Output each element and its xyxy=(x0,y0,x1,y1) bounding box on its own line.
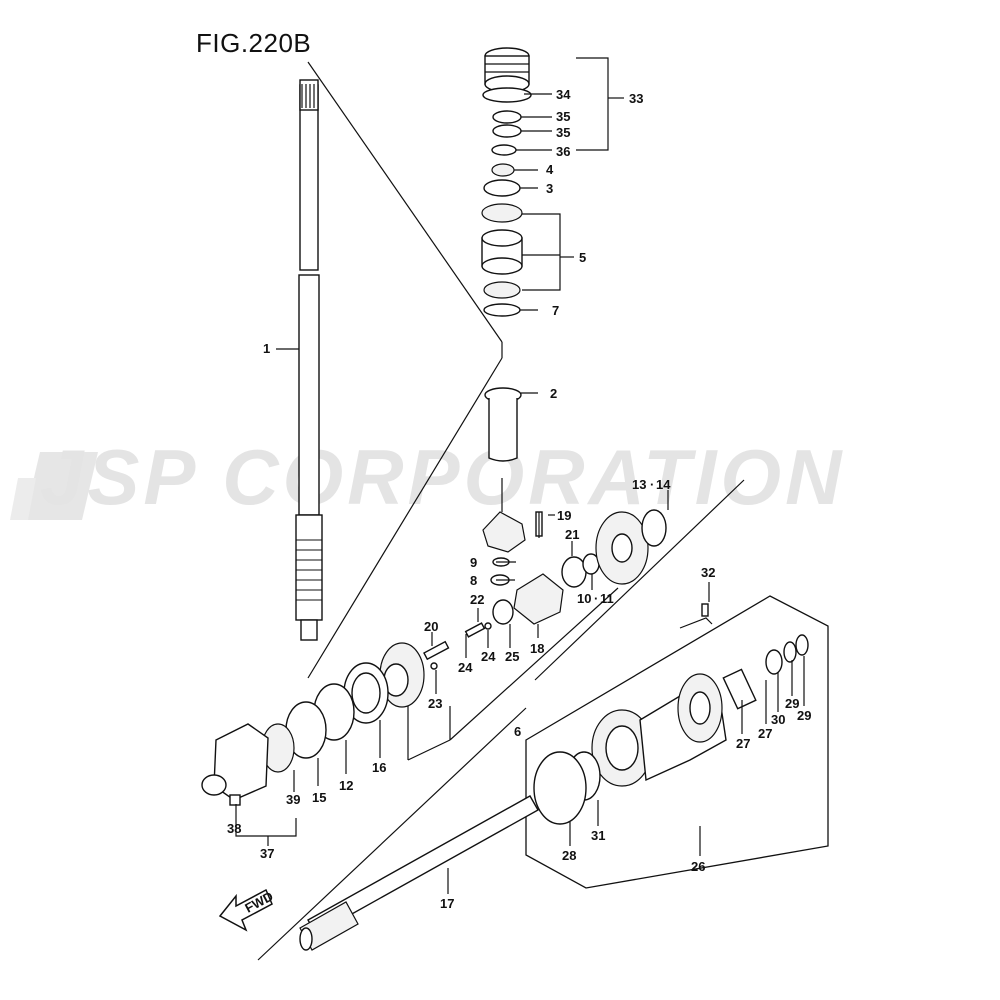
callout-3: 3 xyxy=(546,181,553,196)
callout-11: 11 xyxy=(600,591,614,606)
callout-17: 17 xyxy=(440,896,454,911)
callout-8: 8 xyxy=(470,573,477,588)
callout-29b: 29 xyxy=(797,708,811,723)
pinion-gear xyxy=(482,511,526,586)
callout-36: 36 xyxy=(556,144,570,159)
sleeve-part-2 xyxy=(484,387,522,462)
callout-9: 9 xyxy=(470,555,477,570)
callout-18: 18 xyxy=(530,641,544,656)
callout-4: 4 xyxy=(546,162,554,177)
watermark-text: JSP CORPORATION xyxy=(40,433,846,521)
callout-25: 25 xyxy=(505,649,519,664)
callout-dot-10-11: · xyxy=(594,591,598,606)
housing-part-26 xyxy=(533,603,809,825)
callout-37: 37 xyxy=(260,846,274,861)
callout-32: 32 xyxy=(701,565,715,580)
callout-30: 30 xyxy=(771,712,785,727)
callout-5: 5 xyxy=(579,250,586,265)
callout-6: 6 xyxy=(514,724,521,739)
callout-35b: 35 xyxy=(556,125,570,140)
leader-lines xyxy=(235,57,805,894)
callout-7: 7 xyxy=(552,303,559,318)
callout-13: 13 xyxy=(632,477,646,492)
callout-29a: 29 xyxy=(785,696,799,711)
callout-24b: 24 xyxy=(481,649,496,664)
callout-34: 34 xyxy=(556,87,571,102)
callout-12: 12 xyxy=(339,778,353,793)
figure-title: FIG.220B xyxy=(196,28,312,58)
driveshaft-part-1 xyxy=(295,79,323,641)
callout-24a: 24 xyxy=(458,660,473,675)
callout-28: 28 xyxy=(562,848,576,863)
assembly-26-outline xyxy=(525,595,829,889)
callout-labels: 1 2 3 4 5 6 7 8 9 10 · 11 13 · 14 12 15 … xyxy=(227,87,811,911)
callout-39: 39 xyxy=(286,792,300,807)
callout-38: 38 xyxy=(227,821,241,836)
callout-21: 21 xyxy=(565,527,579,542)
watermark-logo-icon xyxy=(10,448,100,524)
propeller-shaft-part-17 xyxy=(299,795,539,951)
forward-gear xyxy=(343,642,425,724)
callout-33: 33 xyxy=(629,91,643,106)
callout-14: 14 xyxy=(656,477,671,492)
callout-22: 22 xyxy=(470,592,484,607)
callout-dot-13-14: · xyxy=(650,477,654,492)
callout-23: 23 xyxy=(428,696,442,711)
bevel-gear-part-13-14 xyxy=(595,509,667,585)
callout-10: 10 xyxy=(577,591,591,606)
small-parts-20-25 xyxy=(423,622,492,670)
callout-27a: 27 xyxy=(736,736,750,751)
callout-31: 31 xyxy=(591,828,605,843)
callout-20: 20 xyxy=(424,619,438,634)
callout-16: 16 xyxy=(372,760,386,775)
callout-2: 2 xyxy=(550,386,557,401)
bearing-housing-part-33 xyxy=(481,47,532,317)
callout-27b: 27 xyxy=(758,726,772,741)
guide-lines xyxy=(257,61,745,961)
callout-15: 15 xyxy=(312,790,326,805)
callout-26: 26 xyxy=(691,859,705,874)
callout-35a: 35 xyxy=(556,109,570,124)
fwd-arrow-icon: FWD xyxy=(218,889,276,932)
callout-19: 19 xyxy=(557,508,571,523)
clutch-dog-part-18 xyxy=(492,553,600,625)
callout-1: 1 xyxy=(263,341,270,356)
bearing-assembly-part-37 xyxy=(201,723,295,806)
